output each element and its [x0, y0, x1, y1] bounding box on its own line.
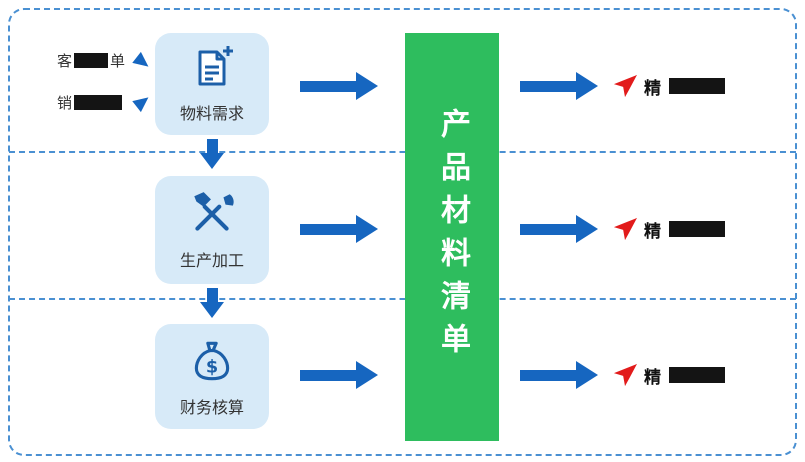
flow-arrow-right-row1-right: [520, 72, 598, 100]
flow-arrow-right-row3-right: [520, 361, 598, 389]
input-label-customer-order: 客单: [57, 50, 125, 71]
flow-arrow-down-2: [200, 288, 224, 318]
output-item-row1: 精: [612, 71, 727, 101]
flow-arrow-right-row1-left: [300, 72, 378, 100]
process-box-production: 生产加工: [155, 176, 269, 284]
output-label: 精: [644, 78, 661, 98]
input-label-text: 销: [57, 95, 73, 112]
tools-icon: [187, 189, 237, 239]
flow-arrow-right-row2-right: [520, 215, 598, 243]
flow-arrow-right-row2-left: [300, 215, 378, 243]
process-box-label: 财务核算: [179, 399, 244, 417]
redaction-box: [669, 221, 725, 237]
row-divider-1: [9, 151, 796, 153]
process-box-label: 生产加工: [179, 253, 244, 270]
input-label-sales-forecast: 销: [57, 92, 124, 113]
row-divider-2: [9, 298, 796, 300]
output-label: 精: [644, 367, 661, 387]
svg-text:$: $: [206, 357, 218, 377]
flow-arrow-down-1: [200, 139, 224, 169]
process-box-finance: $ 财务核算: [155, 324, 269, 429]
document-plus-icon: [188, 44, 236, 92]
input-label-text: 单: [110, 53, 126, 70]
output-item-row3: 精: [612, 360, 727, 390]
brand-logo-icon: [612, 363, 638, 387]
bom-center-bar: 产品材料清单: [405, 33, 499, 441]
brand-logo-icon: [612, 74, 638, 98]
brand-logo-icon: [612, 217, 638, 241]
flow-arrow-right-row3-left: [300, 361, 378, 389]
redaction-box: [669, 367, 725, 383]
redaction-box: [74, 53, 109, 68]
output-item-row2: 精: [612, 214, 727, 244]
output-label: 精: [644, 221, 661, 241]
input-label-text: 客: [57, 53, 73, 70]
process-box-material-demand: 物料需求: [155, 33, 269, 135]
outer-dashed-border: [8, 8, 797, 456]
money-bag-icon: $: [187, 336, 237, 386]
bom-center-bar-label: 产品材料清单: [436, 108, 469, 366]
redaction-box: [74, 95, 123, 110]
redaction-box: [669, 78, 725, 94]
process-box-label: 物料需求: [179, 106, 244, 123]
